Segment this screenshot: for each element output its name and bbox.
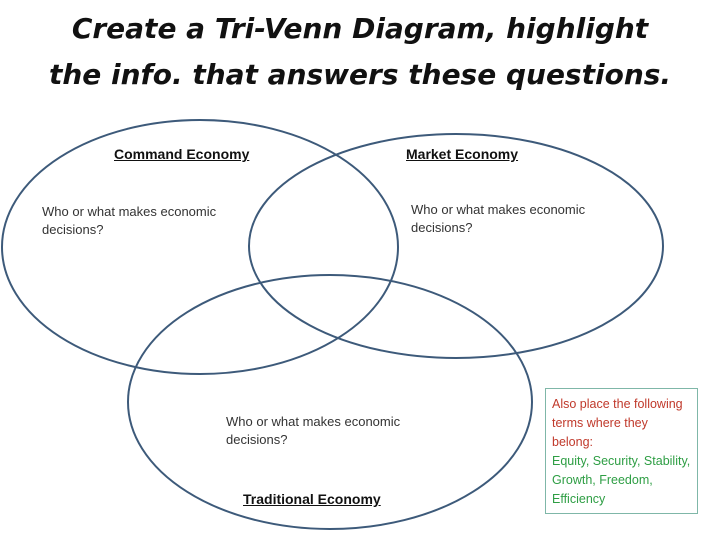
terms-list: Equity, Security, Stability, Growth, Fre… [552, 454, 691, 506]
page-title-line-1: Create a Tri-Venn Diagram, highlight [71, 12, 649, 45]
question-market-economy: Who or what makes economic decisions? [411, 202, 586, 235]
label-market-economy: Market Economy [406, 146, 519, 162]
terms-intro: Also place the following terms where the… [552, 397, 683, 449]
circle-command-economy [1, 119, 399, 375]
label-traditional-economy: Traditional Economy [243, 491, 381, 507]
circle-traditional-economy [127, 274, 533, 530]
question-command-economy: Who or what makes economic decisions? [42, 204, 217, 237]
label-command-economy: Command Economy [114, 146, 250, 162]
terms-box: Also place the following terms where the… [545, 388, 698, 514]
page-title-line-2: the info. that answers these questions. [48, 58, 672, 91]
circle-market-economy [248, 133, 664, 359]
question-traditional-economy: Who or what makes economic decisions? [226, 414, 401, 447]
